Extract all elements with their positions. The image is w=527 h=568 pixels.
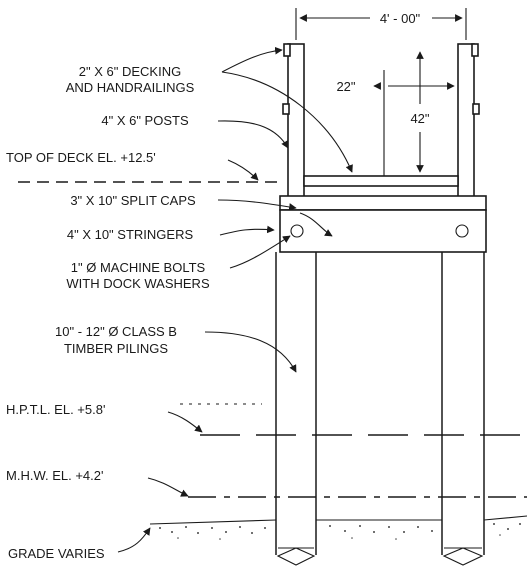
rail-height-dimension: 42"	[410, 51, 430, 173]
pile-break-left	[276, 547, 316, 566]
grade-leader	[117, 527, 151, 553]
bolts-label-line2: WITH DOCK WASHERS	[66, 276, 210, 291]
stringers-leader-inner	[299, 212, 333, 237]
stringers-label: 4" X 10" STRINGERS	[67, 227, 194, 242]
width-dimension: 4' - 00"	[295, 8, 467, 40]
grade-label: GRADE VARIES	[8, 546, 105, 561]
hptl-leader	[167, 411, 203, 433]
posts-label: 4" X 6" POSTS	[101, 113, 189, 128]
top-of-deck-leader	[227, 159, 259, 181]
rail-height-dimension-label: 42"	[410, 111, 429, 126]
decking-leader-1	[221, 46, 283, 73]
stringers-leader	[219, 225, 275, 236]
offset-dimension-label: 22"	[336, 79, 355, 94]
mhw-label: M.H.W. EL. +4.2'	[6, 468, 104, 483]
decking-board	[303, 175, 459, 187]
decking-leader-2	[221, 71, 353, 173]
machine-bolt-left	[290, 224, 304, 238]
stringer	[279, 209, 487, 253]
pilings-label-line2: TIMBER PILINGS	[64, 341, 168, 356]
posts-leader	[217, 120, 289, 149]
decking-label-line2: AND HANDRAILINGS	[66, 80, 195, 95]
width-dimension-label: 4' - 00"	[380, 11, 421, 26]
decking-label-line1: 2" X 6" DECKING	[79, 64, 181, 79]
split-caps-label: 3" X 10" SPLIT CAPS	[70, 193, 196, 208]
offset-dimension: 22"	[336, 70, 455, 176]
pilings-label-line1: 10" - 12" Ø CLASS B	[55, 324, 177, 339]
pilings-leader	[204, 331, 297, 373]
bolts-leader	[229, 235, 291, 269]
split-cap	[279, 195, 487, 211]
bolts-label-line1: 1" Ø MACHINE BOLTS	[71, 260, 206, 275]
left-handrail	[282, 43, 305, 215]
split-caps-leader	[217, 199, 297, 211]
mhw-leader	[147, 477, 189, 497]
ground-grade	[149, 515, 527, 540]
right-handrail	[457, 43, 480, 215]
hptl-label: H.P.T.L. EL. +5.8'	[6, 402, 105, 417]
pile-break-right	[442, 547, 484, 566]
top-of-deck-label: TOP OF DECK EL. +12.5'	[6, 150, 156, 165]
machine-bolt-right	[455, 224, 469, 238]
timber-pilings	[275, 252, 485, 555]
